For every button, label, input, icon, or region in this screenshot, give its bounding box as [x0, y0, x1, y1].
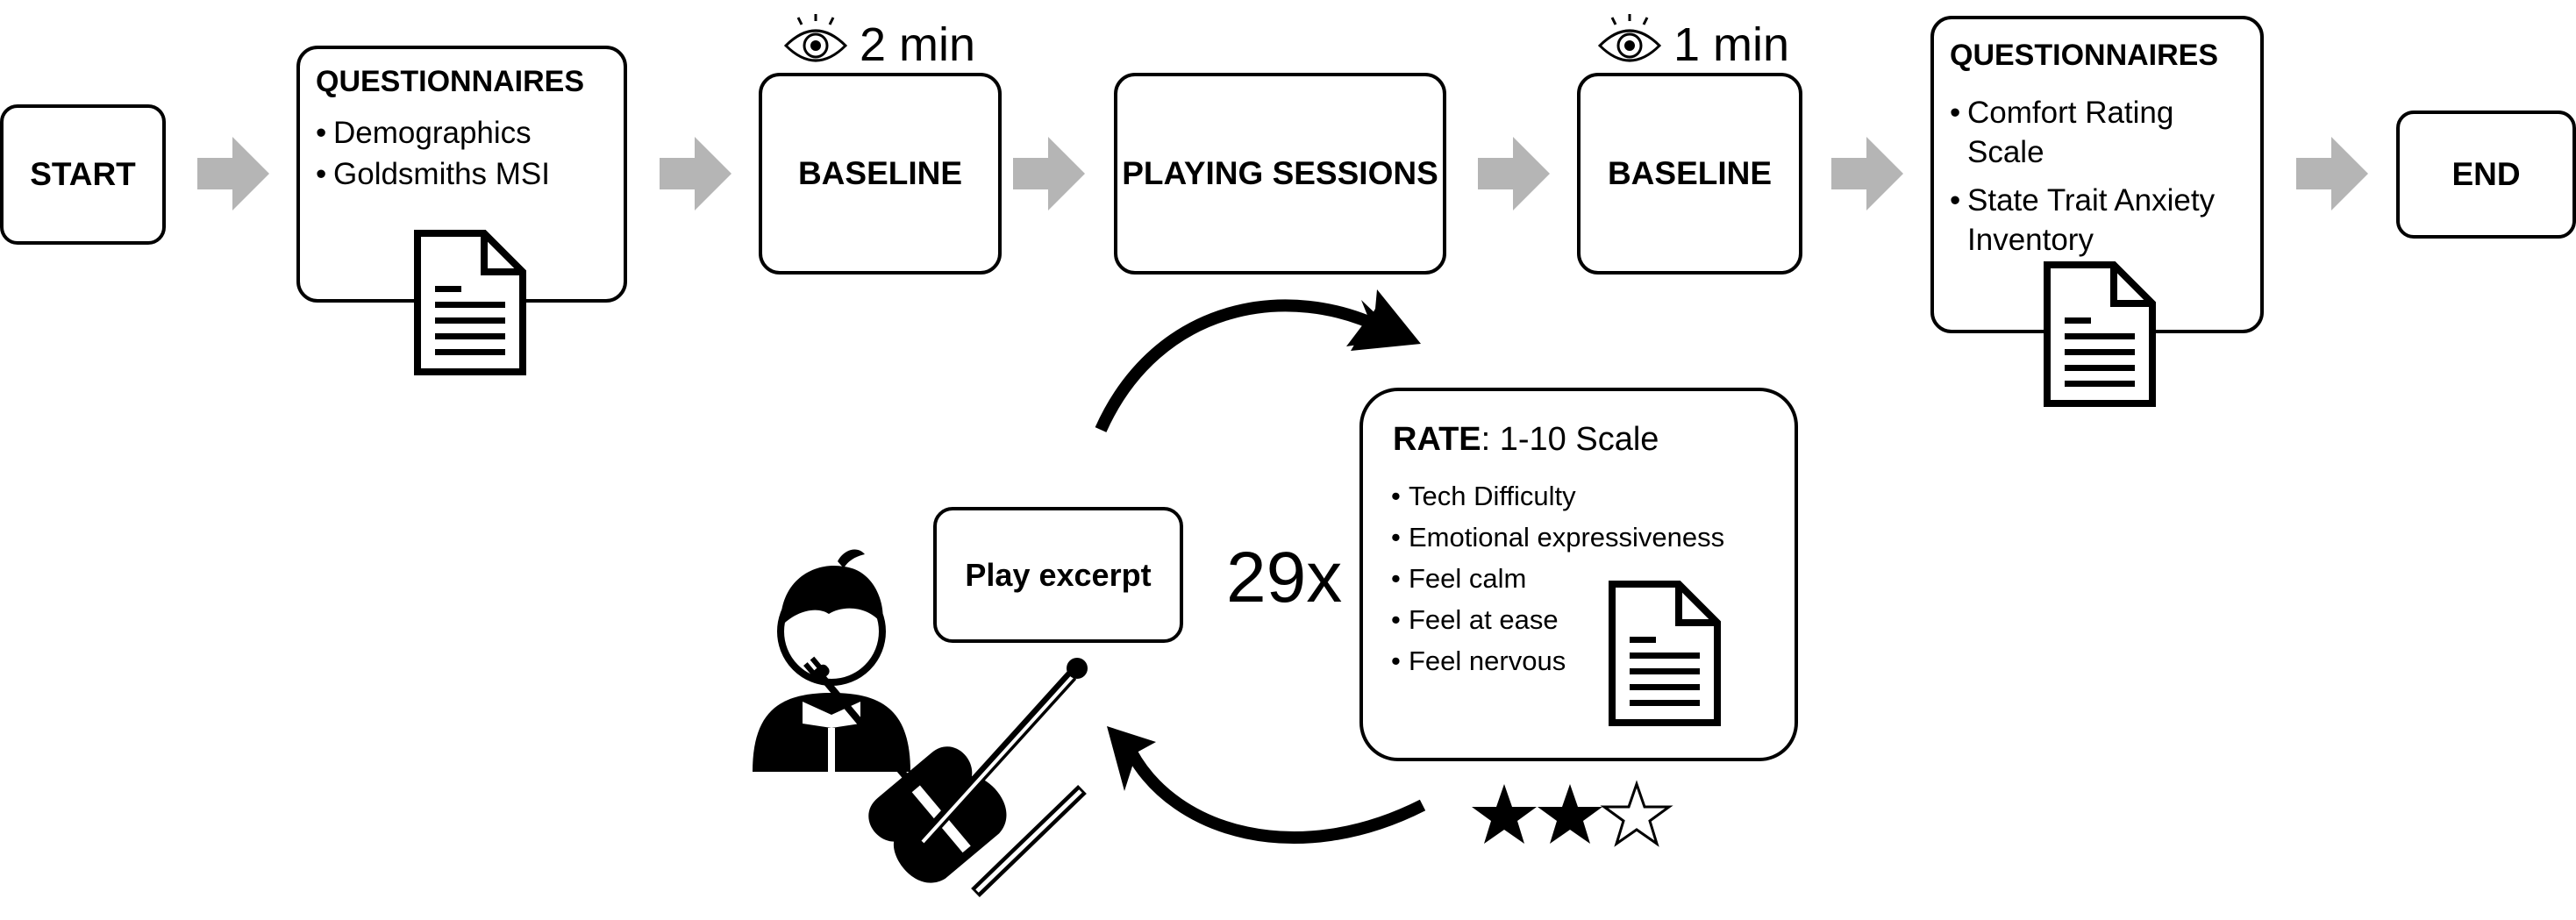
list-item: Demographics — [316, 112, 550, 153]
flow-arrow — [1478, 137, 1550, 210]
flow-arrow — [1831, 137, 1903, 210]
questionnaire-list-2: Comfort Rating Scale State Trait Anxiety… — [1950, 93, 2215, 260]
flow-arrow — [1013, 137, 1085, 210]
star-filled-icon — [1538, 784, 1602, 844]
list-item: Tech Difficulty — [1391, 475, 1724, 517]
list-item-line: Scale — [1967, 135, 2044, 169]
list-item-line: Comfort Rating — [1967, 96, 2174, 130]
loop-arrow-top — [1095, 299, 1389, 432]
list-item-line: Inventory — [1967, 223, 2094, 257]
baseline-duration-1: 2 min — [860, 18, 976, 71]
questionnaire-box-2: QUESTIONNAIRES Comfort Rating Scale Stat… — [1930, 16, 2264, 333]
star-filled-icon — [1472, 784, 1537, 844]
list-item: State Trait Anxiety Inventory — [1950, 181, 2215, 260]
questionnaire-box-1: QUESTIONNAIRES Demographics Goldsmiths M… — [296, 46, 627, 303]
star-empty-icon — [1600, 780, 1673, 847]
playing-sessions-label: PLAYING SESSIONS — [1122, 155, 1438, 191]
repetition-count: 29x — [1226, 538, 1343, 617]
baseline-label: BASELINE — [1607, 155, 1773, 191]
list-item: Comfort Rating Scale — [1950, 93, 2215, 172]
violinist-icon — [753, 549, 1088, 898]
flow-arrow — [660, 137, 731, 210]
flow-arrow — [2296, 137, 2368, 210]
list-item: Feel nervous — [1391, 640, 1724, 681]
baseline-box-2: BASELINE — [1577, 73, 1802, 275]
playing-sessions-box: PLAYING SESSIONS — [1114, 73, 1446, 275]
start-label: START — [30, 156, 136, 192]
baseline-box-1: BASELINE — [759, 73, 1002, 275]
end-label: END — [2451, 156, 2521, 192]
baseline-label: BASELINE — [797, 155, 963, 191]
play-excerpt-label: Play excerpt — [965, 556, 1152, 593]
list-item-line: State Trait Anxiety — [1967, 183, 2216, 218]
rate-list: Tech Difficulty Emotional expressiveness… — [1391, 475, 1724, 681]
rate-title-bold: RATE — [1393, 421, 1481, 458]
list-item: Feel at ease — [1391, 599, 1724, 640]
start-box: START — [0, 104, 166, 245]
loop-arrow-bottom — [1125, 749, 1426, 844]
questionnaire-title-2: QUESTIONNAIRES — [1950, 39, 2219, 72]
rate-box: RATE: 1-10 Scale Tech Difficulty Emotion… — [1359, 388, 1798, 761]
play-excerpt-box: Play excerpt — [933, 507, 1183, 643]
end-box: END — [2396, 111, 2576, 239]
flow-arrow — [197, 137, 269, 210]
eye-open-icon — [1598, 12, 1661, 62]
list-item: Feel calm — [1391, 558, 1724, 599]
list-item: Emotional expressiveness — [1391, 517, 1724, 558]
eye-open-icon — [784, 12, 847, 62]
list-item: Goldsmiths MSI — [316, 153, 550, 195]
baseline-duration-2: 1 min — [1673, 18, 1790, 71]
rate-title-rest: : 1-10 Scale — [1481, 421, 1659, 458]
rate-title: RATE: 1-10 Scale — [1393, 421, 1659, 459]
questionnaire-list-1: Demographics Goldsmiths MSI — [316, 112, 550, 195]
questionnaire-title-1: QUESTIONNAIRES — [316, 65, 585, 98]
loop-arrow-bottom-head — [1107, 726, 1156, 791]
star-rating — [1472, 780, 1673, 847]
